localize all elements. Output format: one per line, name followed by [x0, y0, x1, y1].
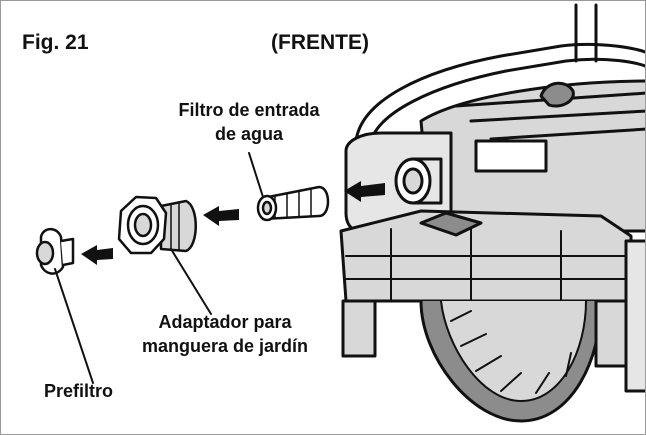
arrow-to-prefilter-icon: [81, 245, 113, 265]
callout-water-inlet-filter: Filtro de entrada de agua: [161, 98, 337, 146]
view-label: (FRENTE): [271, 31, 369, 54]
water-inlet-filter-part: [256, 185, 330, 222]
arrow-to-adapter-icon: [203, 206, 239, 226]
leader-line-prefilter: [54, 268, 94, 384]
leader-line-inlet-filter: [248, 152, 264, 198]
callout-garden-hose-adapter: Adaptador para manguera de jardín: [99, 310, 351, 358]
arrow-to-inlet-icon: [344, 181, 385, 202]
callout-garden-hose-adapter-line1: Adaptador para: [158, 312, 292, 332]
leader-line-adapter: [170, 248, 212, 315]
callout-prefilter: Prefiltro: [44, 381, 114, 401]
prefilter-part: [35, 227, 75, 275]
callout-water-inlet-filter-line1: Filtro de entrada: [178, 100, 320, 120]
garden-hose-adapter-part: [117, 195, 197, 255]
figure-number: Fig. 21: [22, 31, 89, 54]
pressure-washer-illustration: [339, 3, 645, 423]
callout-water-inlet-filter-line2: de agua: [214, 124, 284, 144]
callout-garden-hose-adapter-line2: manguera de jardín: [141, 336, 309, 356]
